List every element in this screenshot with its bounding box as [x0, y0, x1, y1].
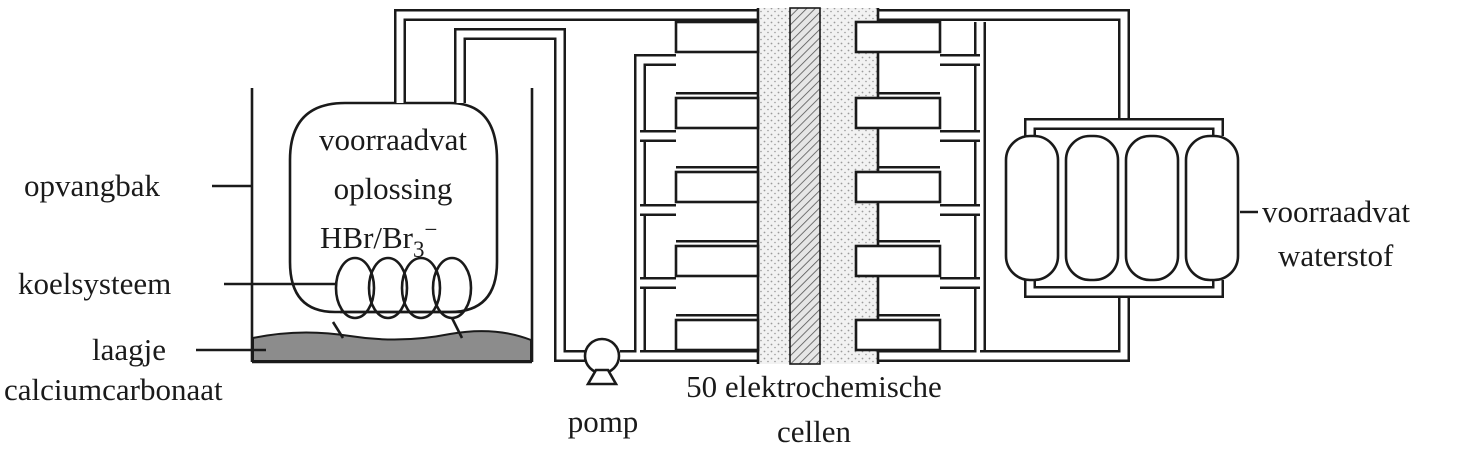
cooling-system-label: koelsysteem — [18, 266, 171, 301]
cooling-coil — [331, 256, 473, 339]
cell-left-3 — [674, 170, 760, 204]
hydrogen-storage-label-line1: voorraadvat — [1262, 194, 1410, 229]
hydrogen-tank-4 — [1184, 134, 1240, 282]
cells-label-line2: cellen — [777, 414, 852, 449]
cell-left-5 — [674, 318, 760, 352]
cell-right-1 — [854, 20, 942, 54]
pump-label: pomp — [568, 404, 639, 439]
cell-right-4 — [854, 244, 942, 278]
cell-left-2 — [674, 96, 760, 130]
cell-left-4 — [674, 244, 760, 278]
hydrogen-storage-label-line2: waterstof — [1278, 238, 1394, 273]
cell-right-3 — [854, 170, 942, 204]
storage-vessel-label-line1: voorraadvat — [319, 122, 467, 157]
cell-right-2 — [854, 96, 942, 130]
cell-right-5 — [854, 318, 942, 352]
layer-label-line2: calciumcarbonaat — [4, 372, 223, 407]
cell-stack — [674, 7, 942, 365]
pump — [583, 337, 621, 386]
storage-vessel-label-line2: oplossing — [334, 171, 453, 206]
calcium-carbonate-layer — [252, 330, 532, 362]
cell-left-1 — [674, 20, 760, 54]
hydrogen-tank-2 — [1064, 134, 1120, 282]
layer-label-line1: laagje — [92, 332, 166, 367]
storage-vessel-label-line3: HBr/Br3− — [320, 217, 437, 262]
hydrogen-storage-tanks — [1004, 118, 1240, 298]
hydrogen-tank-1 — [1004, 134, 1060, 282]
collecting-tray-label: opvangbak — [24, 168, 161, 203]
hydrogen-tank-3 — [1124, 134, 1180, 282]
cells-label-line1: 50 elektrochemische — [686, 369, 942, 404]
